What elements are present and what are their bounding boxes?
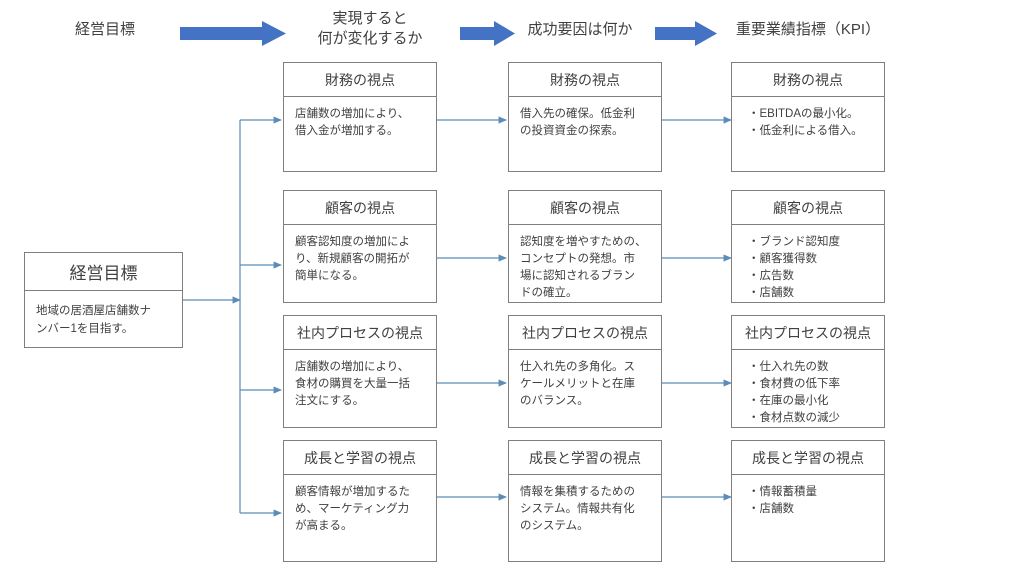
box-title: 成長と学習の視点 [284,441,436,475]
change-box-row-1: 顧客の視点 顧客認知度の増加によ り、新規顧客の開拓が 簡単になる。 [283,190,437,303]
box-title: 社内プロセスの視点 [732,316,884,350]
box-body: 顧客情報が増加するた め、マーケティング力 が高まる。 [295,486,410,532]
right-arrow-icon [655,21,717,46]
box-title: 財務の視点 [732,63,884,97]
kpi-item: ・在庫の最小化 [748,395,829,407]
box-title: 成長と学習の視点 [509,441,661,475]
box-body: 顧客認知度の増加によ り、新規顧客の開拓が 簡単になる。 [295,236,410,282]
header-step-kpi: 重要業績指標（KPI） [735,21,881,38]
csf-box-row-3: 成長と学習の視点 情報を集積するための システム。情報共有化 のシステム。 [508,440,662,562]
csf-box-row-1: 顧客の視点 認知度を増やすための、 コンセプトの発想。市 場に認知されるブラン … [508,190,662,303]
csf-box-row-0: 財務の視点 借入先の確保。低金利 の投資資金の探索。 [508,62,662,172]
change-box-row-0: 財務の視点 店舗数の増加により、 借入金が増加する。 [283,62,437,172]
right-arrow-icon [460,21,515,46]
header-step-csf: 成功要因は何か [527,21,633,38]
kpi-box-row-0: 財務の視点 ・EBITDAの最小化。・低金利による借入。 [731,62,885,172]
kpi-item: ・仕入れ先の数 [748,361,829,373]
box-title: 社内プロセスの視点 [509,316,661,350]
goal-box-title: 経営目標 [25,253,182,291]
box-body: ・仕入れ先の数・食材費の低下率・在庫の最小化・食材点数の減少 [732,350,884,433]
kpi-item: ・低金利による借入。 [748,125,863,137]
box-body: ・ブランド認知度・顧客獲得数・広告数・店舗数 [732,225,884,308]
goal-box: 経営目標 地域の居酒屋店舗数ナ ンバー1を目指す。 [24,252,183,348]
box-title: 顧客の視点 [509,191,661,225]
box-title: 財務の視点 [509,63,661,97]
header-step-goal: 経営目標 [74,21,135,38]
box-body: 情報を集積するための システム。情報共有化 のシステム。 [520,486,635,532]
kpi-item: ・食材費の低下率 [748,378,840,390]
box-title: 顧客の視点 [732,191,884,225]
box-title: 社内プロセスの視点 [284,316,436,350]
box-body: 店舗数の増加により、 食材の購買を大量一括 注文にする。 [295,361,410,407]
kpi-item: ・顧客獲得数 [748,253,817,265]
goal-box-body: 地域の居酒屋店舗数ナ ンバー1を目指す。 [36,305,151,335]
change-box-row-3: 成長と学習の視点 顧客情報が増加するた め、マーケティング力 が高まる。 [283,440,437,562]
change-box-row-2: 社内プロセスの視点 店舗数の増加により、 食材の購買を大量一括 注文にする。 [283,315,437,428]
kpi-box-row-3: 成長と学習の視点 ・情報蓄積量・店舗数 [731,440,885,562]
box-body: 店舗数の増加により、 借入金が増加する。 [295,108,410,137]
kpi-item: ・EBITDAの最小化。 [748,108,859,120]
box-body: 借入先の確保。低金利 の投資資金の探索。 [520,108,635,137]
kpi-item: ・店舗数 [748,503,794,515]
kpi-item: ・食材点数の減少 [748,412,840,424]
box-body: 仕入れ先の多角化。ス ケールメリットと在庫 のバランス。 [520,361,635,407]
box-body: 認知度を増やすための、 コンセプトの発想。市 場に認知されるブラン ドの確立。 [520,236,647,299]
box-body: ・EBITDAの最小化。・低金利による借入。 [732,97,884,146]
kpi-item: ・広告数 [748,270,794,282]
header-step-change: 実現すると 何が変化するか [317,10,423,47]
box-body: ・情報蓄積量・店舗数 [732,475,884,524]
kpi-item: ・店舗数 [748,287,794,299]
kpi-box-row-2: 社内プロセスの視点 ・仕入れ先の数・食材費の低下率・在庫の最小化・食材点数の減少 [731,315,885,428]
csf-box-row-2: 社内プロセスの視点 仕入れ先の多角化。ス ケールメリットと在庫 のバランス。 [508,315,662,428]
kpi-item: ・情報蓄積量 [748,486,817,498]
kpi-box-row-1: 顧客の視点 ・ブランド認知度・顧客獲得数・広告数・店舗数 [731,190,885,303]
right-arrow-icon [180,21,286,46]
box-title: 成長と学習の視点 [732,441,884,475]
kpi-item: ・ブランド認知度 [748,236,840,248]
box-title: 財務の視点 [284,63,436,97]
box-title: 顧客の視点 [284,191,436,225]
